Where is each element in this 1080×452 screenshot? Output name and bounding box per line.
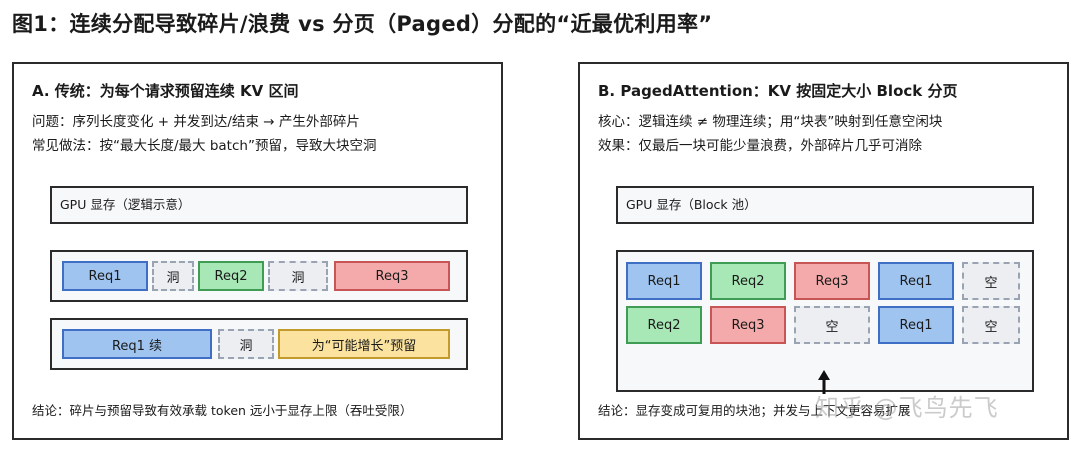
empty-block: 空 xyxy=(962,306,1020,344)
panel-a-conclusion: 结论：碎片与预留导致有效承载 token 远小于显存上限（吞吐受限） xyxy=(32,403,413,418)
panel-paged-attention: B. PagedAttention：KV 按固定大小 Block 分页 核心：逻… xyxy=(578,62,1069,440)
panel-b-conclusion: 结论：显存变成可复用的块池；并发与上下文更容易扩展 xyxy=(598,403,911,418)
panel-b-gpu-label: GPU 显存（Block 池） xyxy=(626,197,757,212)
memory-hole-block: 洞 xyxy=(268,261,328,291)
figure-title: 图1：连续分配导致碎片/浪费 vs 分页（Paged）分配的“近最优利用率” xyxy=(12,12,713,36)
memory-block: Req1 续 xyxy=(62,329,212,359)
empty-block: 空 xyxy=(794,306,870,344)
paged-block: Req2 xyxy=(626,306,702,344)
panel-a-practice-line: 常见做法：按“最大长度/最大 batch”预留，导致大块空洞 xyxy=(32,138,377,154)
paged-block: Req1 xyxy=(878,306,954,344)
memory-block: Req3 xyxy=(334,261,450,291)
panel-b-core-line: 核心：逻辑连续 ≠ 物理连续；用“块表”映射到任意空闲块 xyxy=(598,114,943,130)
panel-b-heading: B. PagedAttention：KV 按固定大小 Block 分页 xyxy=(598,82,958,100)
up-arrow-icon xyxy=(818,370,830,394)
panel-traditional: A. 传统：为每个请求预留连续 KV 区间 问题：序列长度变化 + 并发到达/结… xyxy=(12,62,503,440)
panel-a-problem-line: 问题：序列长度变化 + 并发到达/结束 → 产生外部碎片 xyxy=(32,114,360,130)
panel-b-effect-line: 效果：仅最后一块可能少量浪费，外部碎片几乎可消除 xyxy=(598,138,922,154)
memory-hole-block: 洞 xyxy=(152,261,194,291)
memory-block: Req1 xyxy=(62,261,148,291)
memory-block: Req2 xyxy=(198,261,264,291)
paged-block: Req1 xyxy=(878,262,954,300)
memory-block: 为“可能增长”预留 xyxy=(278,329,450,359)
memory-hole-block: 洞 xyxy=(218,329,274,359)
empty-block: 空 xyxy=(962,262,1020,300)
panel-a-gpu-label: GPU 显存（逻辑示意） xyxy=(60,197,191,212)
panel-a-memory-row-2: Req1 续洞为“可能增长”预留 xyxy=(50,318,468,370)
panel-b-gpu-label-box: GPU 显存（Block 池） xyxy=(616,186,1034,224)
paged-block: Req3 xyxy=(794,262,870,300)
panel-a-gpu-label-box: GPU 显存（逻辑示意） xyxy=(50,186,468,224)
paged-block: Req3 xyxy=(710,306,786,344)
paged-block: Req1 xyxy=(626,262,702,300)
paged-block: Req2 xyxy=(710,262,786,300)
watermark: 知乎 @飞鸟先飞 xyxy=(815,394,999,422)
panel-a-heading: A. 传统：为每个请求预留连续 KV 区间 xyxy=(32,82,299,100)
